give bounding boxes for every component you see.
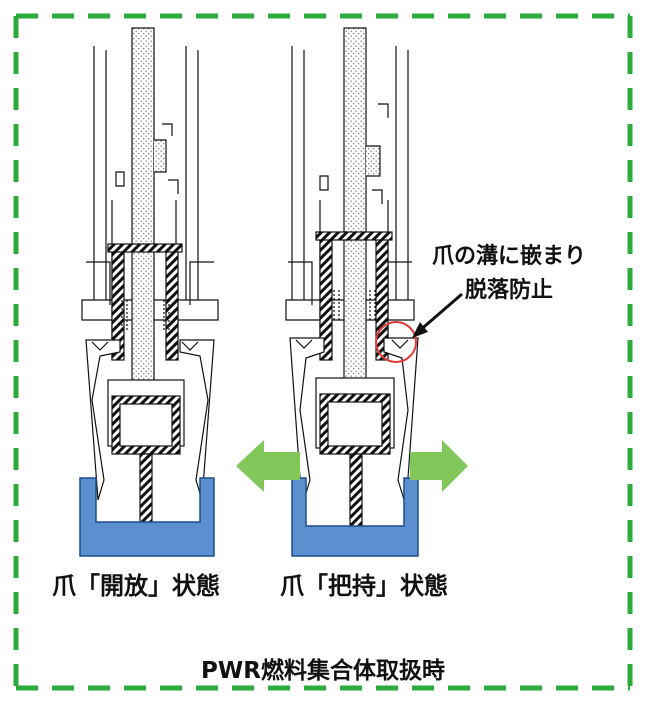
base-block-right [291, 477, 419, 557]
highlight-circle [375, 321, 417, 363]
gripper-holding [285, 27, 419, 531]
arrow-right-icon [410, 440, 468, 492]
footer-title: PWR燃料集合体取扱時 [201, 658, 445, 684]
base-block-left [79, 477, 215, 557]
center-shaft [131, 27, 155, 399]
annotation: 爪の溝に嵌まり 脱落防止 [432, 240, 586, 308]
claw-right [179, 339, 215, 501]
caption-open-state: 爪「開放」状態 [52, 572, 220, 600]
gripper-open [81, 27, 219, 531]
annotation-line-1: 爪の溝に嵌まり [432, 244, 587, 269]
caption-holding-state: 爪「把持」状態 [280, 572, 448, 600]
center-shaft [343, 27, 367, 399]
annotation-line-2: 脱落防止 [465, 278, 554, 303]
claw-left [85, 339, 121, 501]
arrow-left-icon [236, 440, 300, 492]
sleeve-right [165, 247, 179, 361]
rod [349, 453, 363, 531]
rod [139, 453, 153, 531]
pointer-arrow [417, 292, 463, 334]
dashed-frame [13, 13, 633, 691]
